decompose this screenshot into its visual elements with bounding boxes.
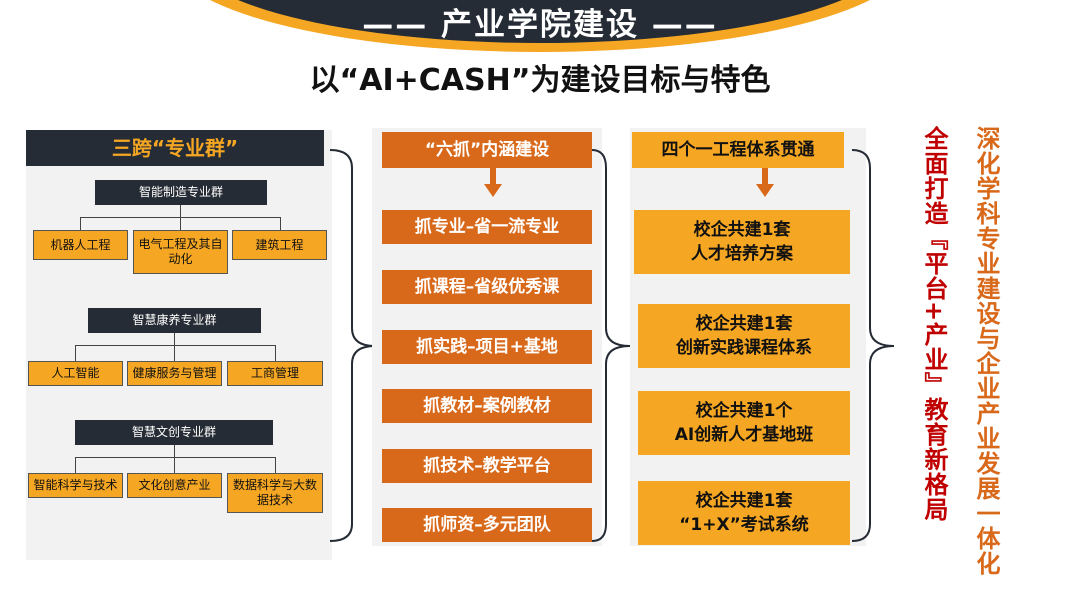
project-item: 校企共建1套 创新实践课程体系 [638,304,850,368]
tree-connector [75,345,275,346]
four-one-header: 四个一工程体系贯通 [632,132,844,168]
cluster-smart-manufacturing: 智能制造专业群 [95,180,267,205]
project-line: 校企共建1套 [695,491,793,511]
grasp-item: 抓实践–项目+基地 [382,330,592,364]
tree-connector [174,457,175,473]
major-item: 机器人工程 [33,230,128,260]
tree-connector [75,457,275,458]
tree-connector [280,217,281,230]
major-item: 健康服务与管理 [127,361,222,386]
project-line: AI创新人才基地班 [674,425,814,445]
tree-connector [174,445,175,457]
down-arrow-icon [484,168,502,197]
bracket-right [851,149,895,542]
page-title: —— 产业学院建设 —— [362,7,718,43]
grasp-item: 抓教材–案例教材 [382,389,592,423]
grasp-item: 抓专业–省一流专业 [382,210,592,244]
six-grasp-header: “六抓”内涵建设 [382,132,592,168]
cluster-smart-health: 智慧康养专业群 [88,308,261,333]
major-item: 建筑工程 [232,230,327,260]
project-item: 校企共建1套 人才培养方案 [634,210,850,274]
tree-connector [180,217,181,230]
project-line: 校企共建1套 [695,314,793,334]
major-cluster-header: 三跨“专业群” [26,130,324,166]
project-item: 校企共建1套 “1+X”考试系统 [638,481,850,545]
grasp-item: 抓技术–教学平台 [382,449,592,483]
major-item: 人工智能 [28,361,123,386]
project-line: 创新实践课程体系 [676,338,812,358]
vertical-slogan-integration: 深化学科专业建设与企业产业发展一体化 [972,126,1000,576]
project-line: 校企共建1套 [693,220,791,240]
major-item: 数据科学与大数据技术 [227,473,323,513]
major-item: 电气工程及其自动化 [133,230,228,274]
project-item: 校企共建1个 AI创新人才基地班 [638,391,850,455]
cluster-smart-culture: 智慧文创专业群 [75,420,273,445]
page-subtitle: 以“AI+CASH”为建设目标与特色 [309,63,771,98]
down-arrow-icon [756,168,774,197]
tree-connector [275,457,276,473]
project-line: “1+X”考试系统 [679,515,809,535]
major-item: 文化创意产业 [127,473,222,498]
tree-connector [180,205,181,217]
vertical-slogan-platform: 全面打造『平台+产业』教育新格局 [920,126,948,523]
tree-connector [80,217,81,230]
tree-connector [174,333,175,345]
tree-connector [174,345,175,361]
major-item: 智能科学与技术 [28,473,123,498]
tree-connector [275,345,276,361]
grasp-item: 抓师资–多元团队 [382,508,592,542]
tree-connector [75,457,76,473]
grasp-item: 抓课程–省级优秀课 [382,270,592,304]
tree-connector [75,345,76,361]
major-item: 工商管理 [227,361,323,386]
project-line: 校企共建1个 [695,401,793,421]
project-line: 人才培养方案 [691,244,793,264]
